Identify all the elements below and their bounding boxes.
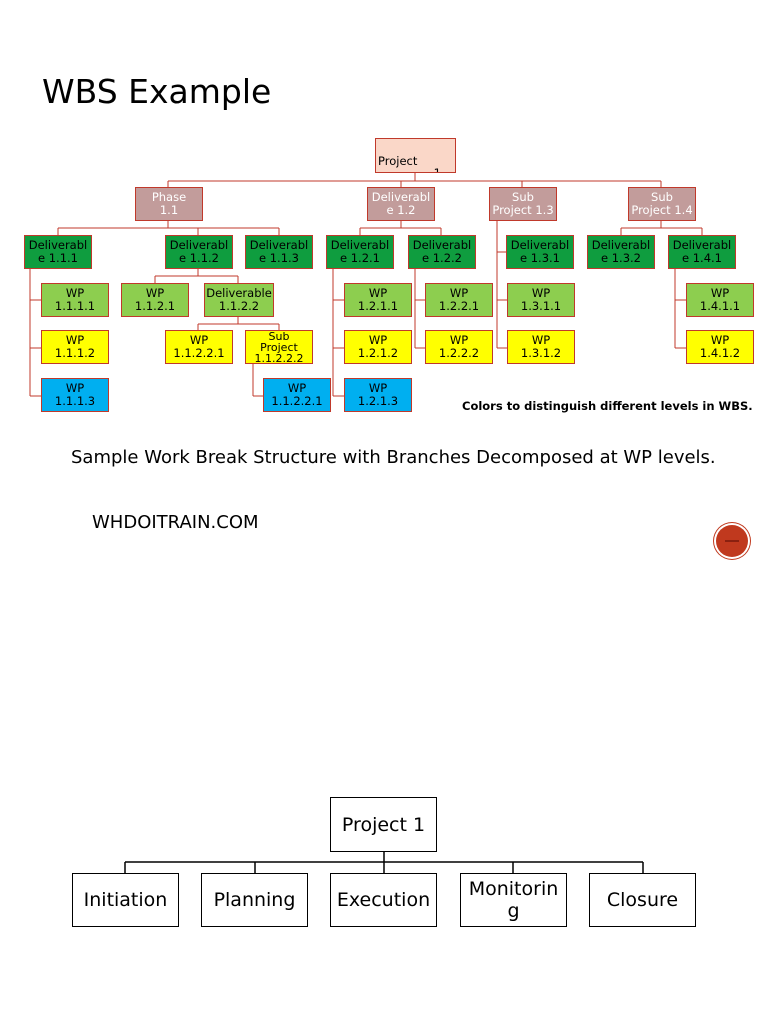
phase-node-execution: Execution	[330, 873, 437, 927]
wbs-deliverable-1-2-2: Deliverabl e 1.2.2	[408, 235, 476, 269]
wbs-wp-1-1-2-2-1: WP 1.1.2.2.1	[165, 330, 233, 364]
wbs-wp-1-2-1-2: WP 1.2.1.2	[344, 330, 412, 364]
wbs-deliverable-1-3-2: Deliverabl e 1.3.2	[587, 235, 655, 269]
wbs-wp-1-1-2-1: WP 1.1.2.1	[121, 283, 189, 317]
wbs-wp-1-4-1-2: WP 1.4.1.2	[686, 330, 754, 364]
phase-root-node: Project 1	[330, 797, 437, 852]
wbs-deliverable-1-4-1: Deliverabl e 1.4.1	[668, 235, 736, 269]
phase-node-monitoring: Monitorin g	[460, 873, 567, 927]
wbs-subproject-1-4: Sub Project 1.4	[628, 187, 696, 221]
wbs-wp-1-2-2-1: WP 1.2.2.1	[425, 283, 493, 317]
wbs-deliverable-1-3-1: Deliverabl e 1.3.1	[506, 235, 574, 269]
phase-node-initiation: Initiation	[72, 873, 179, 927]
wbs-deliverable-1-1-3: Deliverabl e 1.1.3	[245, 235, 313, 269]
project-label: Project	[378, 153, 418, 168]
phase-node-planning: Planning	[201, 873, 308, 927]
page-title: WBS Example	[42, 72, 272, 111]
wbs-subproject-1-3: Sub Project 1.3	[489, 187, 557, 221]
wbs-wp-1-2-1-1: WP 1.2.1.1	[344, 283, 412, 317]
wbs-deliverable-1-2: Deliverabl e 1.2	[367, 187, 435, 221]
wbs-deliverable-1-1-2-2: Deliverable 1.1.2.2	[204, 283, 274, 317]
wbs-project-node: Project 1	[375, 138, 456, 173]
wbs-phase-1-1: Phase 1.1	[135, 187, 203, 221]
wbs-deliverable-1-1-1: Deliverabl e 1.1.1	[24, 235, 92, 269]
wbs-wp-1-1-1-3: WP 1.1.1.3	[41, 378, 109, 412]
wbs-wp-1-2-2-2: WP 1.2.2.2	[425, 330, 493, 364]
wbs-wp-1-2-1-3: WP 1.2.1.3	[344, 378, 412, 412]
wbs-deliverable-1-1-2: Deliverabl e 1.1.2	[165, 235, 233, 269]
site-name: WHDOITRAIN.COM	[92, 512, 259, 533]
wbs-wp-1-3-1-1: WP 1.3.1.1	[507, 283, 575, 317]
wbs-subproject-1-1-2-2-2: Sub Project 1.1.2.2.2	[245, 330, 313, 364]
wbs-wp-1-1-1-1: WP 1.1.1.1	[41, 283, 109, 317]
wbs-deliverable-1-2-1: Deliverabl e 1.2.1	[326, 235, 394, 269]
wbs-wp-1-1-2-2-2-1: WP 1.1.2.2.1	[263, 378, 331, 412]
diagram-caption: Sample Work Break Structure with Branche…	[71, 447, 716, 468]
wbs-wp-1-3-1-2: WP 1.3.1.2	[507, 330, 575, 364]
color-legend-note: Colors to distinguish different levels i…	[462, 399, 753, 413]
slide-badge-icon	[716, 525, 748, 557]
wbs-wp-1-4-1-1: WP 1.4.1.1	[686, 283, 754, 317]
project-number: 1	[433, 166, 441, 173]
phase-connectors	[124, 852, 644, 873]
wbs-wp-1-1-1-2: WP 1.1.1.2	[41, 330, 109, 364]
phase-node-closure: Closure	[589, 873, 696, 927]
